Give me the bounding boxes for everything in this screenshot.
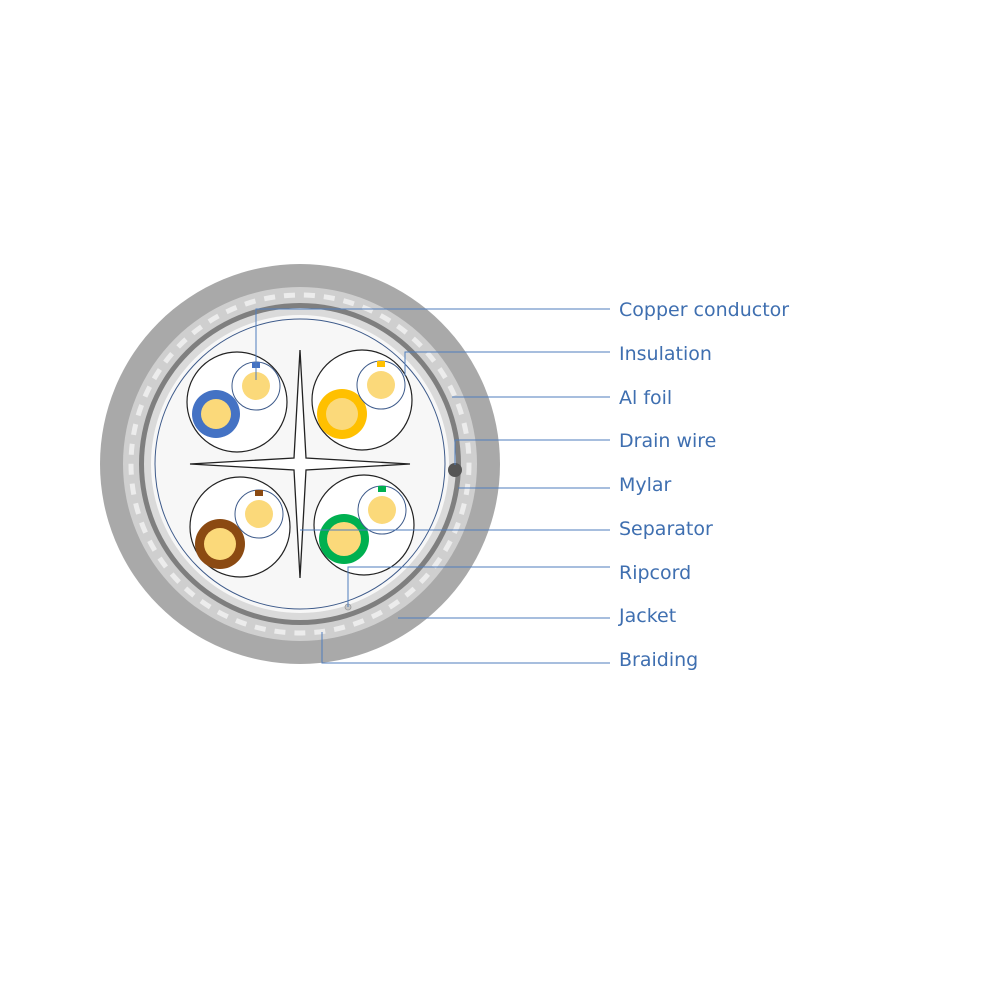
twisted-pair-blue — [186, 351, 288, 453]
label-drain-wire: Drain wire — [619, 430, 716, 452]
labels: Copper conductor Insulation Al foil Drai… — [618, 299, 789, 671]
label-insulation: Insulation — [619, 343, 712, 365]
twisted-pair-green — [313, 474, 415, 576]
copper-conductor — [368, 496, 396, 524]
stripe-marker — [377, 361, 385, 367]
leader-line-insulation — [404, 351, 610, 376]
label-braiding: Braiding — [619, 649, 698, 671]
copper-conductor — [201, 399, 231, 429]
label-ripcord: Ripcord — [619, 562, 691, 584]
label-al-foil: Al foil — [619, 387, 672, 409]
label-copper-conductor: Copper conductor — [619, 299, 789, 321]
stripe-marker — [378, 486, 386, 492]
leader-line-drain-wire — [454, 439, 610, 465]
cross-separator — [189, 349, 411, 579]
copper-conductor — [245, 500, 273, 528]
copper-conductor — [367, 371, 395, 399]
twisted-pair-brown — [189, 476, 291, 578]
core-boundary-line — [154, 318, 446, 610]
copper-conductor — [326, 398, 358, 430]
copper-conductor — [242, 372, 270, 400]
leader-line-braiding — [321, 632, 610, 664]
copper-conductor — [327, 522, 361, 556]
label-separator: Separator — [619, 518, 713, 540]
twisted-pair-orange — [311, 349, 413, 451]
label-mylar: Mylar — [619, 474, 672, 496]
copper-conductor — [204, 528, 236, 560]
stripe-marker — [255, 490, 263, 496]
drain-wire — [448, 463, 462, 477]
leader-lines — [255, 308, 610, 664]
leader-line-copper-conductor — [255, 308, 610, 380]
leader-line-ripcord — [347, 566, 610, 607]
label-jacket: Jacket — [618, 605, 676, 627]
braiding-dashes — [128, 292, 472, 636]
